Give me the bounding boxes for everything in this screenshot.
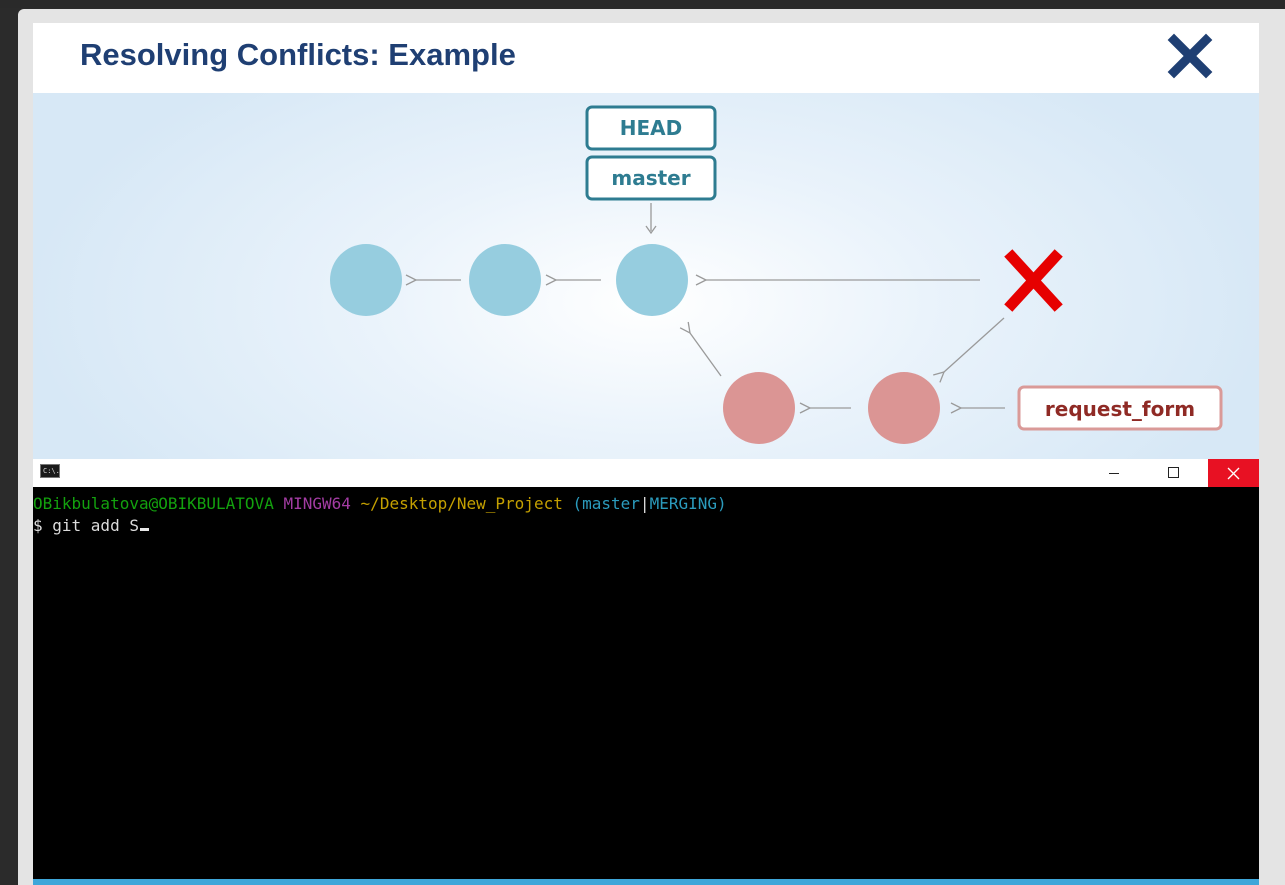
- minimize-button[interactable]: [1091, 459, 1137, 487]
- terminal-titlebar: C:\.: [33, 459, 1259, 487]
- commit-main-1: [330, 244, 402, 316]
- branch-label-box: [1017, 385, 1223, 431]
- cmd-icon: C:\.: [40, 464, 60, 478]
- prompt-path: ~/Desktop/New_Project: [360, 494, 563, 513]
- terminal-output[interactable]: OBikbulatova@OBIKBULATOVA MINGW64 ~/Desk…: [33, 487, 1259, 879]
- terminal-command-line[interactable]: $ git add S: [33, 515, 1259, 537]
- branch-label: request_form: [1045, 397, 1195, 421]
- prompt-shell: MINGW64: [283, 494, 351, 513]
- close-icon: [1167, 33, 1213, 79]
- commit-branch-2: [868, 372, 940, 444]
- maximize-button[interactable]: [1150, 459, 1196, 487]
- terminal-command: $ git add S: [33, 516, 139, 535]
- prompt-user-host: OBikbulatova@OBIKBULATOVA: [33, 494, 274, 513]
- prompt-branch-state: MERGING): [649, 494, 727, 513]
- prompt-branch-sep: |: [639, 494, 650, 513]
- head-label: HEAD: [620, 116, 682, 140]
- arrow-branch-1-to-main-3: [690, 333, 722, 377]
- bottom-progress-bar: [33, 879, 1259, 885]
- terminal-cursor: [139, 528, 149, 531]
- commit-graph-diagram: HEAD master: [33, 93, 1259, 459]
- commit-branch-1: [723, 372, 795, 444]
- maximize-icon: [1168, 467, 1179, 478]
- head-label-box: [585, 105, 717, 151]
- arrow-merge-to-branch: [944, 317, 1005, 372]
- master-pointer-arrowhead: [645, 225, 657, 235]
- minimize-icon: [1109, 473, 1119, 474]
- prompt-branch: (master: [572, 494, 640, 513]
- window-top-strip: [0, 0, 1285, 8]
- conflict-x-icon: [1004, 249, 1063, 312]
- commit-main-3: [616, 244, 688, 316]
- terminal-close-button[interactable]: [1208, 459, 1259, 487]
- slide: Resolving Conflicts: Example HEAD master: [33, 23, 1259, 885]
- commit-main-2: [469, 244, 541, 316]
- terminal-prompt-line: OBikbulatova@OBIKBULATOVA MINGW64 ~/Desk…: [33, 493, 1259, 515]
- master-label-box: [585, 155, 717, 201]
- close-icon: [1227, 467, 1240, 480]
- slide-title: Resolving Conflicts: Example: [80, 37, 516, 72]
- master-label: master: [611, 166, 690, 190]
- close-slide-button[interactable]: [1165, 31, 1215, 81]
